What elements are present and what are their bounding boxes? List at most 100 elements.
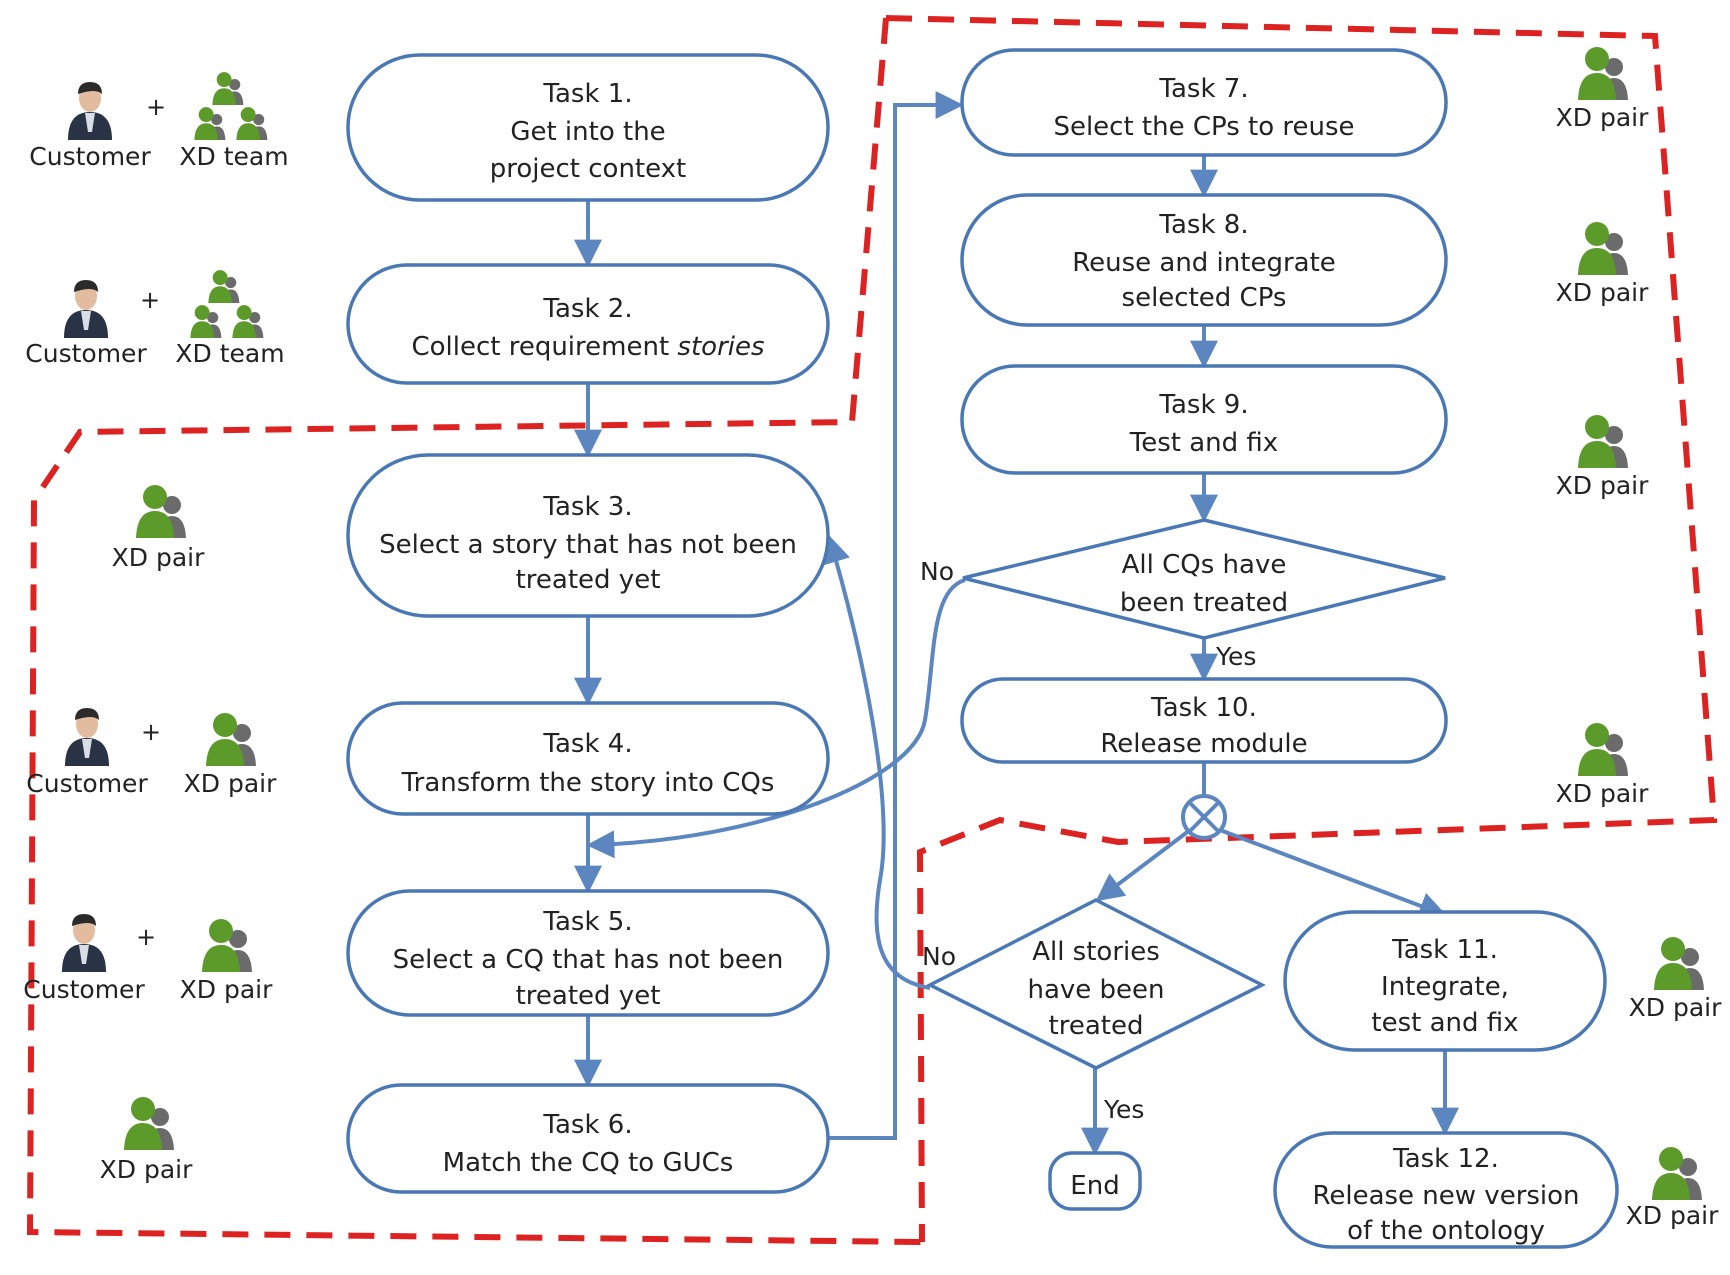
task-12-line-3: of the ontology xyxy=(1347,1216,1545,1246)
edge-label-cqs-yes: Yes xyxy=(1215,642,1256,671)
xd-pair-label: XD pair xyxy=(1556,779,1649,808)
task-10-node xyxy=(960,677,1448,764)
task-5-line-1: Task 5. xyxy=(542,907,632,937)
task-5-text: Task 5. Select a CQ that has not been tr… xyxy=(393,907,784,1011)
edge-t6-t7 xyxy=(828,91,964,1140)
edge-split-t11 xyxy=(1219,828,1448,920)
task-4-node xyxy=(346,701,830,816)
xd-pair-icon xyxy=(1654,937,1704,990)
task-11-line-3: test and fix xyxy=(1371,1008,1518,1038)
edge-label-cqs-no: No xyxy=(920,557,954,586)
task-2-line-2-italic: stories xyxy=(677,332,764,362)
task-6-line-1: Task 6. xyxy=(542,1110,632,1140)
xd-pair-icon xyxy=(136,485,186,538)
task-12-text: Task 12. Release new version of the onto… xyxy=(1312,1144,1579,1246)
xd-pair-label: XD pair xyxy=(1556,471,1649,500)
customer-icon xyxy=(65,708,109,766)
plus-sign: + xyxy=(141,718,161,746)
region-top-right xyxy=(885,15,1718,1243)
task-9-line-1: Task 9. xyxy=(1158,390,1248,420)
roles-task-11: XD pair xyxy=(1629,937,1722,1022)
task-9-node xyxy=(960,364,1448,475)
task-7-text: Task 7. Select the CPs to reuse xyxy=(1053,74,1354,142)
edge-split-stories xyxy=(1095,828,1192,902)
task-9-line-2: Test and fix xyxy=(1129,428,1278,458)
xd-pair-icon xyxy=(1578,723,1628,776)
xd-team-label: XD team xyxy=(175,339,284,368)
task-11-node xyxy=(1283,910,1607,1052)
customer-label: Customer xyxy=(25,339,147,368)
edge-cqs-no-t4 xyxy=(586,578,966,859)
task-7-line-1: Task 7. xyxy=(1158,74,1248,104)
task-4-line-2: Transform the story into CQs xyxy=(401,768,775,798)
task-6-line-2: Match the CQ to GUCs xyxy=(443,1148,734,1178)
decision-stories-line-1: All stories xyxy=(1032,937,1160,967)
task-3-line-2: Select a story that has not been xyxy=(379,530,797,560)
xd-pair-label: XD pair xyxy=(1629,993,1722,1022)
task-8-line-3: selected CPs xyxy=(1122,283,1287,313)
edge-label-stories-no: No xyxy=(922,942,956,971)
xd-pair-icon xyxy=(1578,415,1628,468)
roles-task-10: XD pair xyxy=(1556,723,1649,808)
roles-task-8: XD pair xyxy=(1556,222,1649,307)
roles-task-7: XD pair xyxy=(1556,47,1649,132)
task-3-node xyxy=(346,453,830,618)
plus-sign: + xyxy=(146,93,166,121)
end-node xyxy=(1048,1151,1142,1211)
task-2-line-2: Collect requirement stories xyxy=(411,332,764,362)
task-7-line-2: Select the CPs to reuse xyxy=(1053,112,1354,142)
task-11-text: Task 11. Integrate, test and fix xyxy=(1371,935,1518,1038)
decision-nodes xyxy=(926,518,1446,1070)
decision-stories-node xyxy=(926,898,1266,1070)
edge-stories-no-t3 xyxy=(823,534,931,990)
decision-cqs-node xyxy=(962,518,1446,640)
xd-pair-label: XD pair xyxy=(112,543,205,572)
task-2-text: Task 2. Collect requirement stories xyxy=(411,294,764,362)
xd-pair-icon xyxy=(1578,47,1628,100)
xd-pair-label: XD pair xyxy=(1626,1201,1719,1230)
task-1-text: Task 1. Get into the project context xyxy=(490,79,687,184)
xd-pair-label: XD pair xyxy=(184,769,277,798)
flow-edges xyxy=(574,91,1459,1156)
roles-task-3: XD pair xyxy=(112,485,205,572)
task-4-line-1: Task 4. xyxy=(542,729,632,759)
task-10-line-2: Release module xyxy=(1100,729,1307,759)
task-12-node xyxy=(1273,1131,1619,1249)
task-1-line-2: Get into the xyxy=(510,117,665,147)
task-8-line-2: Reuse and integrate xyxy=(1072,248,1336,278)
customer-icon xyxy=(62,914,106,972)
task-6-text: Task 6. Match the CQ to GUCs xyxy=(443,1110,734,1178)
task-11-line-2: Integrate, xyxy=(1381,972,1509,1002)
task-5-node xyxy=(346,889,830,1017)
roles-task-1: Customer + XD team xyxy=(29,72,289,171)
edge-label-stories-yes: Yes xyxy=(1103,1095,1144,1124)
task-4-text: Task 4. Transform the story into CQs xyxy=(401,729,775,798)
roles-task-12: XD pair xyxy=(1626,1147,1719,1230)
task-10-text: Task 10. Release module xyxy=(1100,693,1307,759)
task-1-node xyxy=(346,53,830,202)
region-top-right-lower xyxy=(26,17,923,1245)
xd-team-icon xyxy=(194,72,268,140)
roles-task-9: XD pair xyxy=(1556,415,1649,500)
task-11-line-1: Task 11. xyxy=(1391,935,1498,965)
parallel-split-gateway xyxy=(1181,794,1227,840)
decision-cqs-line-1: All CQs have xyxy=(1122,550,1287,580)
xd-pair-label: XD pair xyxy=(100,1155,193,1184)
customer-label: Customer xyxy=(29,142,151,171)
end-node-label: End xyxy=(1070,1171,1119,1201)
task-5-line-2: Select a CQ that has not been xyxy=(393,945,784,975)
task-1-line-3: project context xyxy=(490,154,687,184)
task-2-node xyxy=(346,263,830,385)
task-2-line-2-plain: Collect requirement xyxy=(411,332,677,362)
xd-team-label: XD team xyxy=(179,142,288,171)
roles-task-2: Customer + XD team xyxy=(25,270,285,368)
region-boundaries xyxy=(26,15,1718,1245)
decision-stories-line-3: treated xyxy=(1049,1011,1144,1041)
task-3-text: Task 3. Select a story that has not been… xyxy=(379,492,797,595)
roles-task-4: Customer + XD pair xyxy=(26,708,277,798)
plus-sign: + xyxy=(136,923,156,951)
xd-pair-label: XD pair xyxy=(1556,103,1649,132)
roles-task-5: Customer + XD pair xyxy=(23,914,273,1004)
customer-label: Customer xyxy=(23,975,145,1004)
